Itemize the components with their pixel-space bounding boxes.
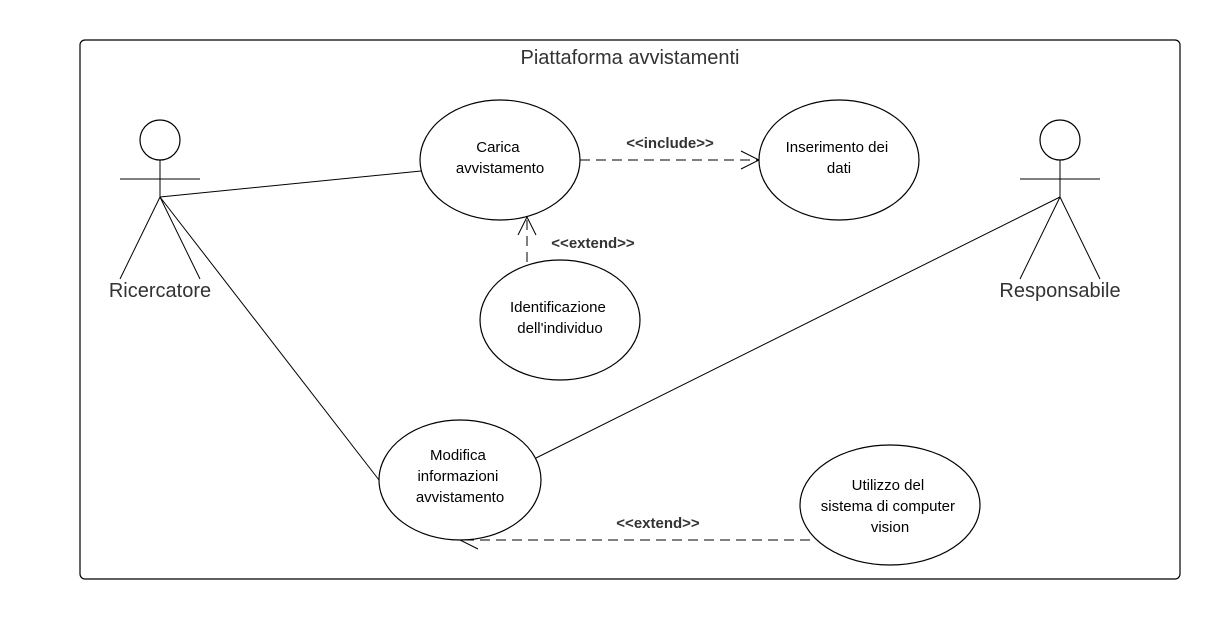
use-case-modifica-text: Modifica informazioni avvistamento (416, 447, 504, 506)
use-case-modifica-ellipse[interactable] (378, 419, 542, 541)
actor-responsabile-right-leg (1059, 196, 1101, 280)
actor-responsabile-left-leg (1019, 196, 1061, 280)
use-case-inserimento-line-1: Inserimento dei (786, 139, 889, 156)
system-title: Piattaforma avvistamenti (521, 47, 740, 69)
actor-responsabile: Responsabile (999, 119, 1121, 302)
use-case-modifica-line-2: informazioni (417, 468, 498, 485)
actor-ricercatore-head (139, 119, 181, 161)
extend-identificazione-label: <<extend>> (551, 235, 635, 252)
use-case-inserimento-text: Inserimento dei dati (786, 139, 893, 177)
use-case-modifica-informazioni[interactable]: Modifica informazioni avvistamento (378, 419, 542, 541)
actor-responsabile-label: Responsabile (999, 280, 1120, 302)
use-case-carica-text: Carica avvistamento (456, 139, 544, 177)
use-case-inserimento-line-2: dati (827, 160, 851, 177)
association-ricercatore-carica (159, 170, 422, 198)
include-label: <<include>> (626, 135, 714, 152)
use-case-carica-line-2: avvistamento (456, 160, 544, 177)
actor-ricercatore-label: Ricercatore (109, 280, 211, 302)
use-case-carica-ellipse[interactable] (419, 99, 581, 221)
use-case-utilizzo-line-1: Utilizzo del (852, 477, 925, 494)
use-case-inserimento-dati[interactable]: Inserimento dei dati (758, 99, 920, 221)
associations (159, 170, 1061, 481)
actor-responsabile-head (1039, 119, 1081, 161)
use-case-utilizzo-line-2: sistema di computer (821, 498, 955, 515)
use-case-utilizzo-computer-vision[interactable]: Utilizzo del sistema di computer vision (799, 444, 981, 566)
use-case-modifica-line-3: avvistamento (416, 489, 504, 506)
use-case-utilizzo-ellipse[interactable] (799, 444, 981, 566)
use-case-carica-avvistamento[interactable]: Carica avvistamento (419, 99, 581, 221)
use-case-identificazione-line-1: Identificazione (510, 299, 606, 316)
use-case-identificazione-text: Identificazione dell'individuo (510, 299, 610, 337)
use-case-identificazione-line-2: dell'individuo (517, 320, 602, 337)
use-case-carica-line-1: Carica (476, 139, 520, 156)
association-ricercatore-modifica (159, 196, 380, 481)
use-case-identificazione[interactable]: Identificazione dell'individuo (479, 259, 641, 381)
use-case-utilizzo-text: Utilizzo del sistema di computer vision (821, 477, 959, 536)
actor-ricercatore-right-leg (159, 196, 201, 280)
use-case-identificazione-ellipse[interactable] (479, 259, 641, 381)
association-responsabile-modifica (535, 196, 1061, 459)
actor-ricercatore-left-leg (119, 196, 161, 280)
use-case-utilizzo-line-3: vision (871, 519, 909, 536)
extend-utilizzo-label: <<extend>> (616, 515, 700, 532)
use-case-inserimento-ellipse[interactable] (758, 99, 920, 221)
use-case-modifica-line-1: Modifica (430, 447, 487, 464)
actor-ricercatore: Ricercatore (109, 119, 211, 302)
